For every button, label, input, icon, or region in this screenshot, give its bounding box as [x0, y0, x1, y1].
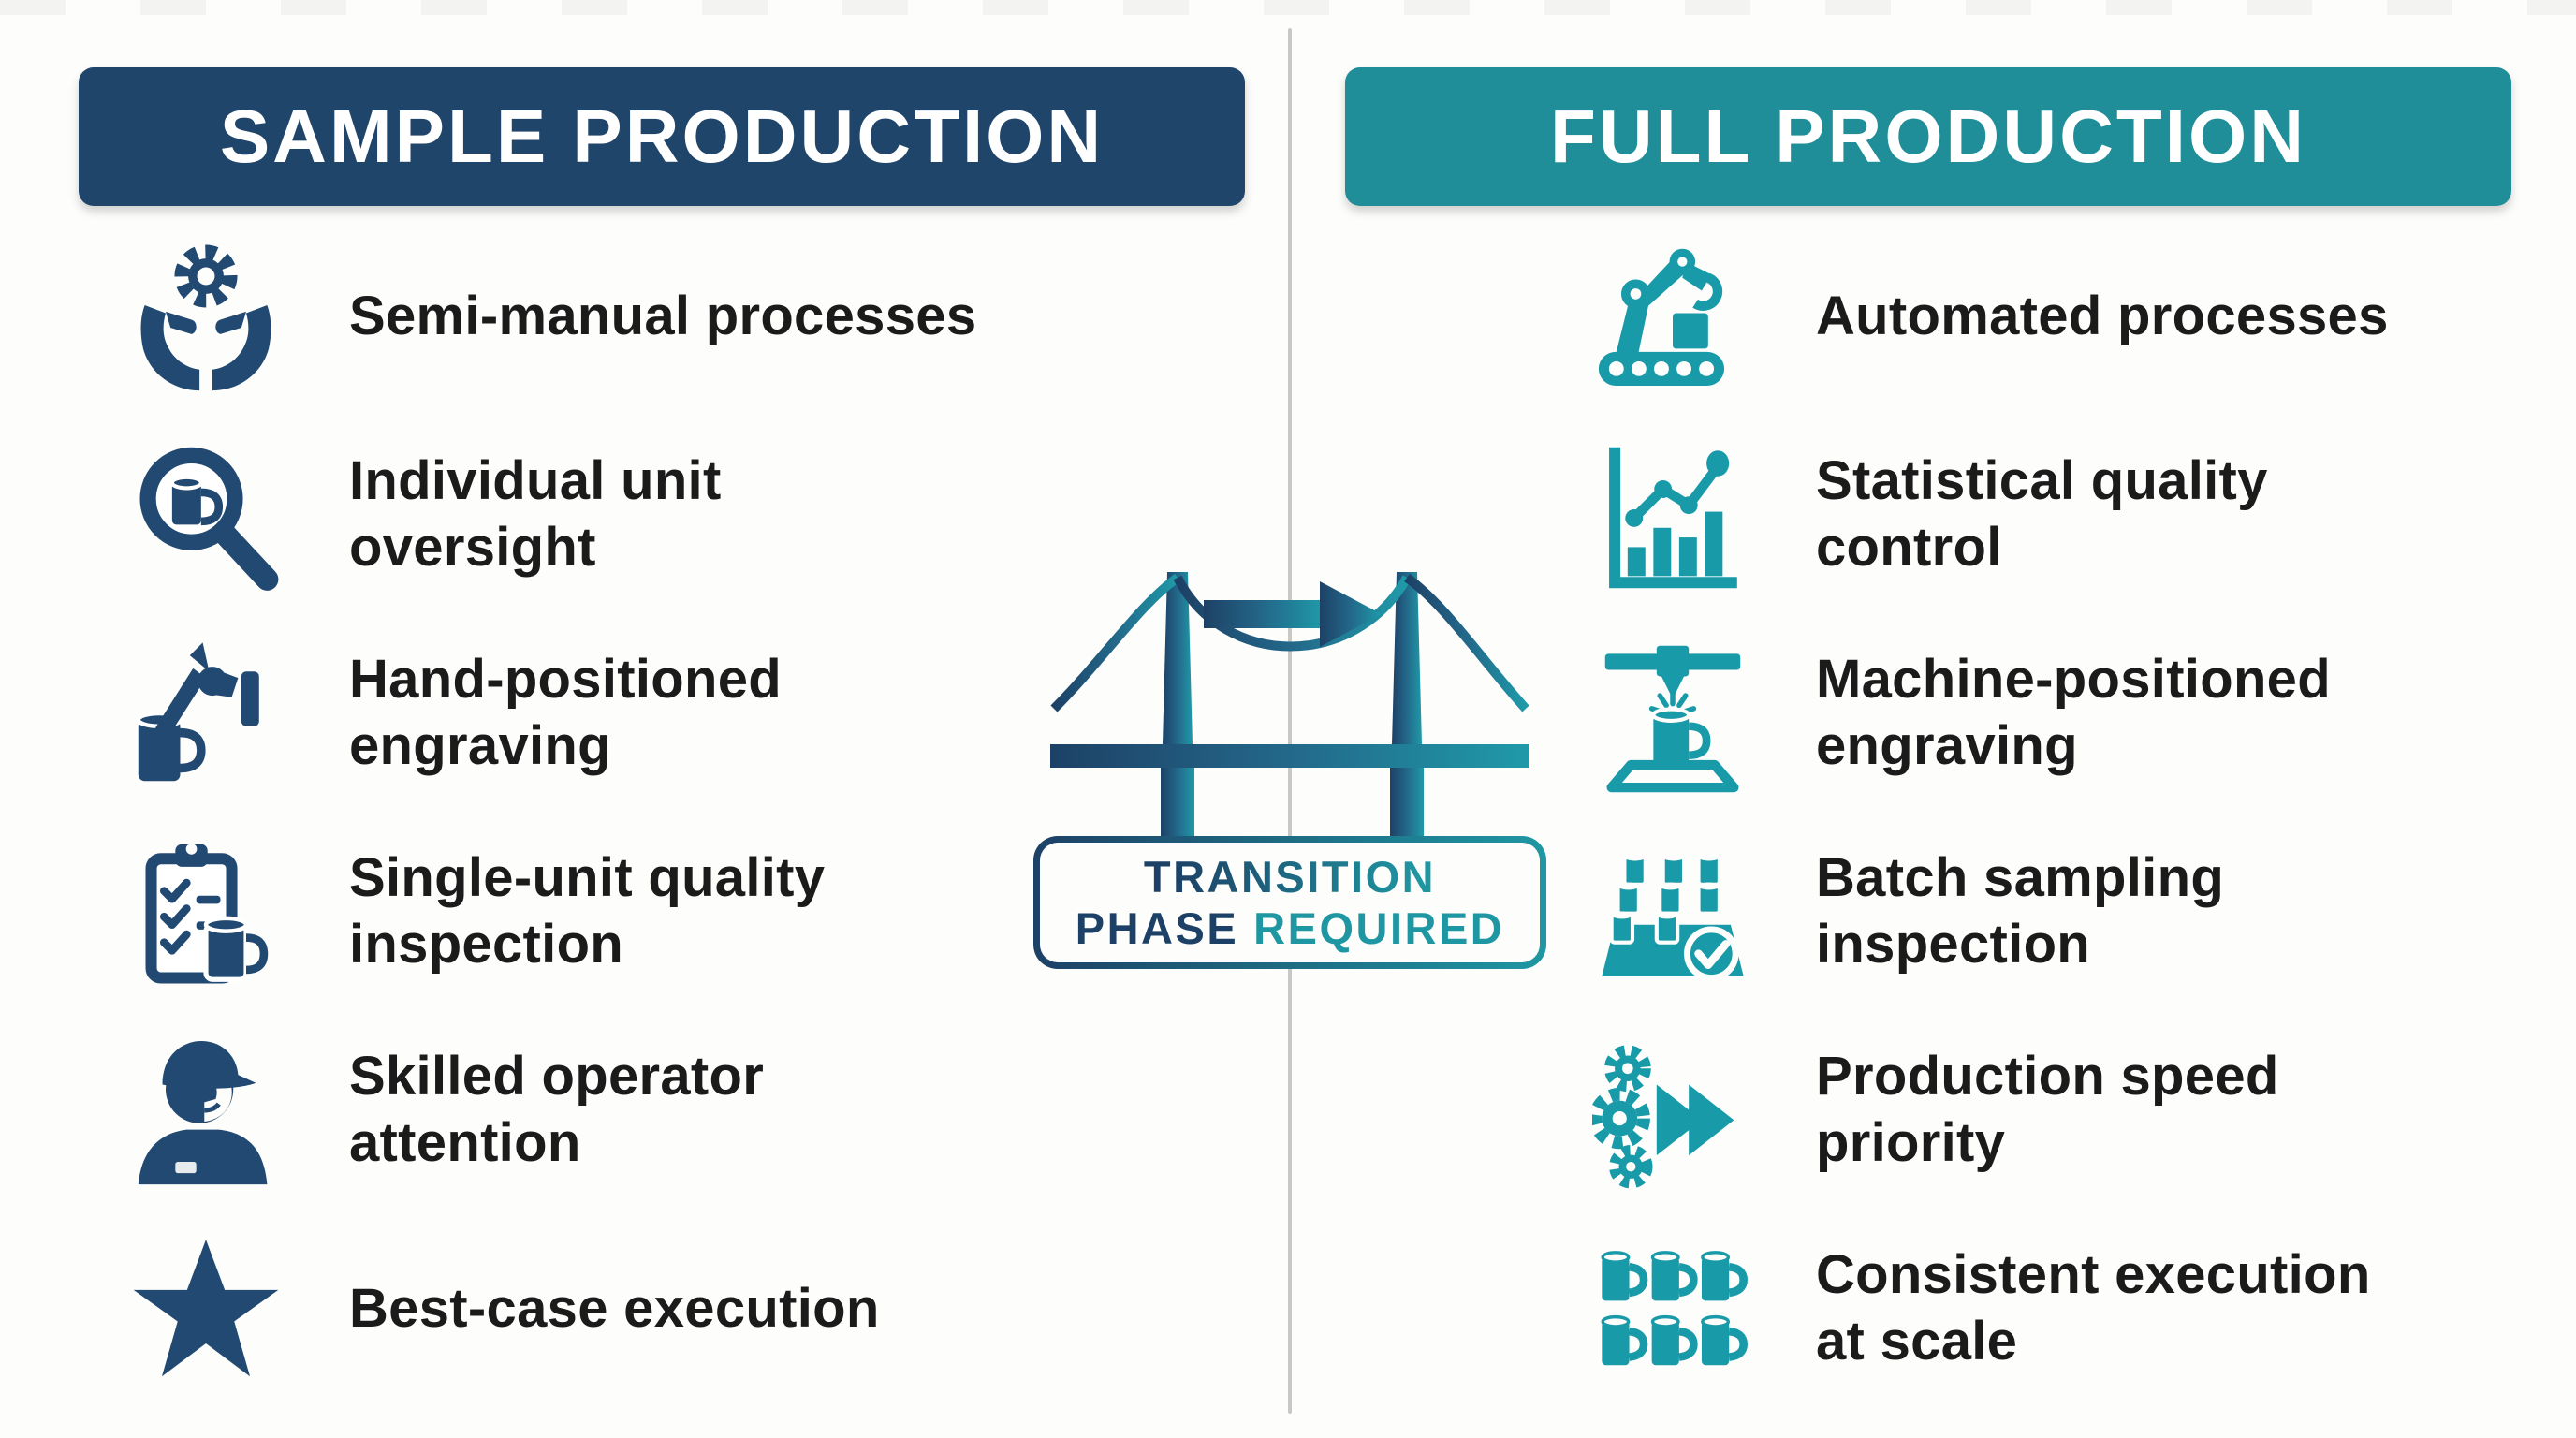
sample-production-title: SAMPLE PRODUCTION [219, 95, 1105, 178]
batch-tray-icon [1565, 831, 1780, 992]
center-divider-line [1288, 28, 1292, 1414]
sample-production-list: Semi-manual processes Individual unit ov… [98, 217, 1217, 1408]
mug-grid-icon [1565, 1228, 1780, 1389]
star-icon [98, 1230, 314, 1387]
badge-word-required: REQUIRED [1253, 903, 1505, 953]
list-item: Consistent execution at scale [1565, 1210, 2571, 1408]
item-label: Hand-positioned engraving [349, 649, 783, 776]
top-faint-pattern [0, 0, 2576, 15]
item-label: Statistical quality control [1816, 450, 2268, 578]
hands-gear-icon [98, 236, 314, 397]
list-item: Best-case execution [98, 1210, 1217, 1408]
transition-badge-inner: TRANSITION PHASE REQUIRED [1040, 843, 1540, 962]
full-production-header: FULL PRODUCTION [1345, 67, 2511, 206]
list-item: Hand-positioned engraving [98, 614, 1217, 813]
list-item: Individual unit oversight [98, 416, 1217, 614]
laser-engraver-icon [1565, 633, 1780, 794]
list-item: Semi-manual processes [98, 217, 1217, 416]
right-arrow-icon [1204, 581, 1382, 647]
magnifier-mug-icon [98, 434, 314, 595]
sample-production-header: SAMPLE PRODUCTION [79, 67, 1245, 206]
item-label: Batch sampling inspection [1816, 847, 2225, 975]
list-item: Statistical quality control [1565, 416, 2571, 614]
badge-word-phase: PHASE [1075, 903, 1239, 953]
robot-arm-icon [1565, 236, 1780, 397]
badge-line2: PHASE REQUIRED [1076, 902, 1505, 954]
full-production-list: Automated processes [1565, 217, 2571, 1408]
item-label: Individual unit oversight [349, 450, 722, 578]
item-label: Best-case execution [349, 1277, 880, 1339]
list-item: Production speed priority [1565, 1011, 2571, 1210]
item-label: Consistent execution at scale [1816, 1244, 2371, 1372]
full-production-title: FULL PRODUCTION [1550, 95, 2306, 178]
item-label: Skilled operator attention [349, 1046, 765, 1173]
list-item: Automated processes [1565, 217, 2571, 416]
item-label: Semi-manual processes [349, 285, 977, 346]
operator-icon [98, 1030, 314, 1191]
bridge-transition-icon [1050, 572, 1530, 837]
item-label: Automated processes [1816, 285, 2389, 346]
item-label: Production speed priority [1816, 1046, 2279, 1173]
speed-gears-icon [1565, 1030, 1780, 1191]
list-item: Machine-positioned engraving [1565, 614, 2571, 813]
stats-chart-icon [1565, 434, 1780, 595]
list-item: Batch sampling inspection [1565, 813, 2571, 1011]
item-label: Machine-positioned engraving [1816, 649, 2331, 776]
list-item: Single-unit quality inspection [98, 813, 1217, 1011]
list-item: Skilled operator attention [98, 1011, 1217, 1210]
item-label: Single-unit quality inspection [349, 847, 826, 975]
badge-line1: TRANSITION [1143, 851, 1437, 902]
transition-graphic: TRANSITION PHASE REQUIRED [1033, 557, 1546, 974]
clipboard-checklist-icon [98, 831, 314, 992]
transition-badge: TRANSITION PHASE REQUIRED [1033, 836, 1546, 969]
hand-engraving-icon [98, 633, 314, 794]
